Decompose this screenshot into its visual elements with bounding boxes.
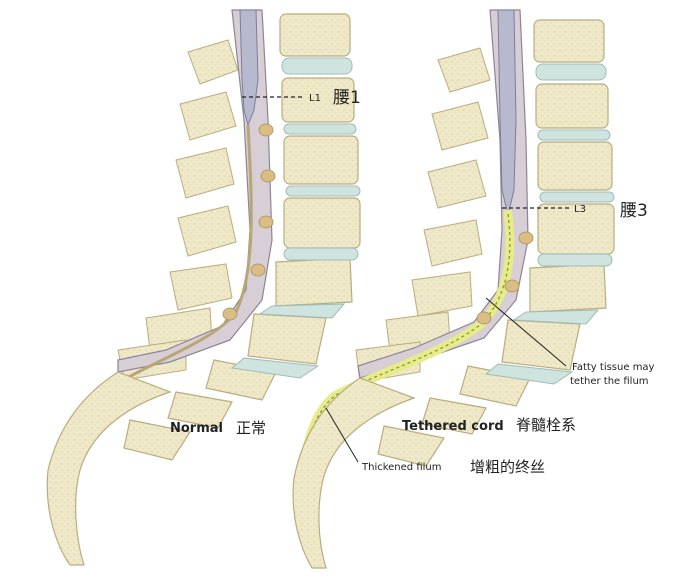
tethered-title-cn: 脊髓栓系 [516,416,576,434]
fatty-label-line2: tether the filum [570,376,649,387]
normal-level-cn: 腰1 [333,88,361,108]
normal-nerve-root-nodules [222,123,276,321]
normal-discs [230,57,361,379]
fatty-label-line1: Fatty tissue may [572,362,655,373]
tethered-discs [484,63,615,385]
filum-label-cn: 增粗的终丝 [470,458,545,476]
fatty-leader-line [485,297,567,367]
filum-label-en: Thickened filum [361,462,441,473]
tethered-level-cn: 腰3 [620,201,648,221]
normal-sacrum [46,371,172,566]
normal-spinal-cord [239,9,259,127]
normal-title-en: Normal [170,421,223,436]
tethered-title-en: Tethered cord [402,419,504,434]
tethered-spinal-cord [497,9,517,216]
tethered-level-marker: L3 [574,204,586,215]
normal-vertebral-bodies [123,13,361,461]
normal-title-cn: 正常 [236,419,266,437]
tethered-nerve-root-nodules [476,231,534,325]
tethered-sacrum [292,377,416,569]
filum-leader-line [325,407,359,463]
normal-spine [46,9,361,566]
normal-spinous-processes [117,39,239,381]
normal-level-marker: L1 [309,93,321,104]
